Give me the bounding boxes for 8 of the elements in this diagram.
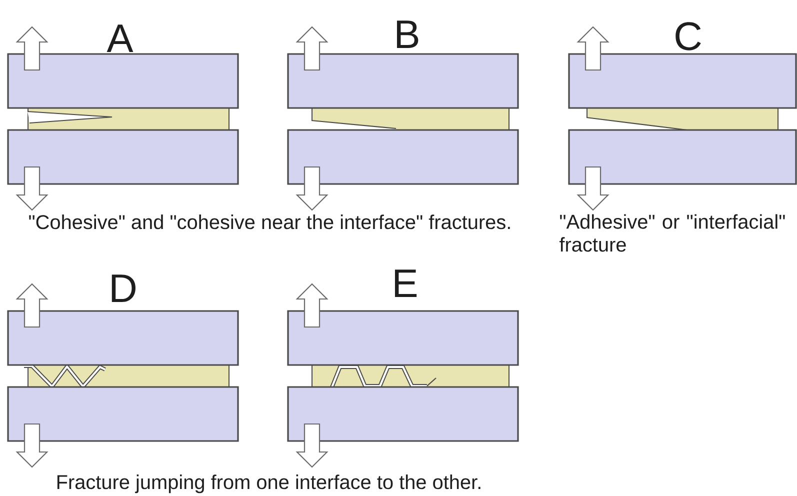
caption: "Adhesive" or "interfacial" fracture xyxy=(559,214,785,252)
caption: Fracture jumping from one interface to the other. xyxy=(57,474,480,494)
panel-letter: B xyxy=(396,20,418,48)
panel-letter: A xyxy=(106,24,134,52)
panel-letter: C xyxy=(676,22,701,50)
panel-letter: E xyxy=(394,270,417,297)
caption: "Cohesive" and "cohesive near the interface" fractures. xyxy=(29,214,510,230)
panel-letter: D xyxy=(112,274,136,302)
